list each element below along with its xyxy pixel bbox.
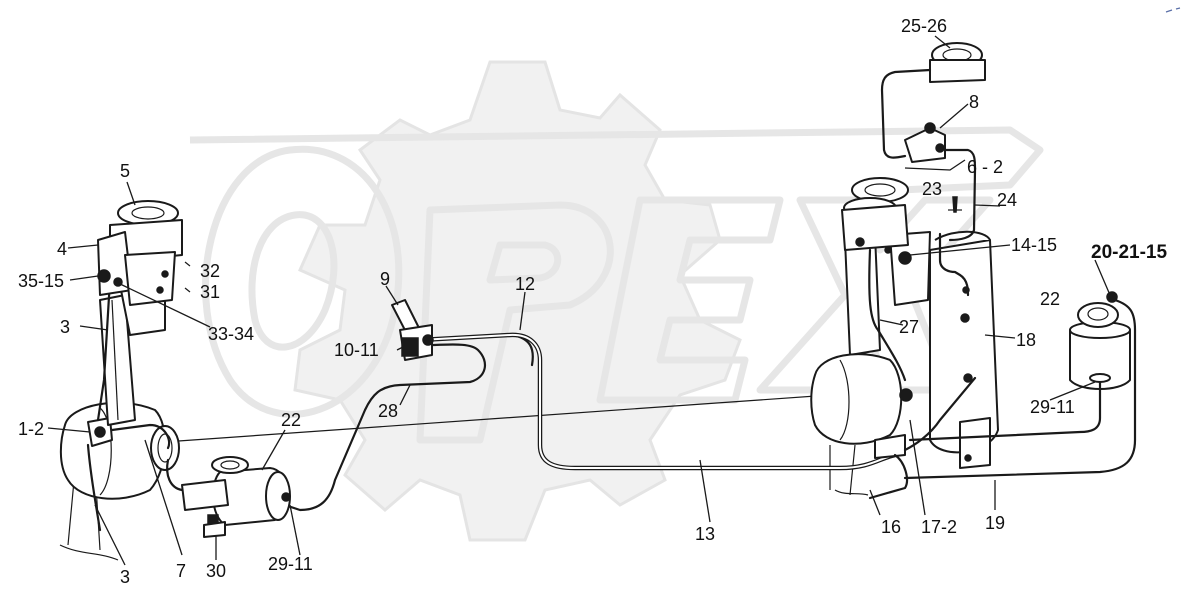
watermark-letter-e [596,196,784,404]
label-29-11-left: 29-11 [268,554,313,574]
label-10-11: 10-11 [334,340,379,360]
air-lines-left [283,332,898,512]
label-30: 30 [206,561,226,581]
label-13: 13 [695,524,715,544]
label-3-bottom: 3 [120,567,130,587]
label-32: 32 [200,261,220,281]
right-column [841,177,931,382]
right-upper-items [880,42,986,297]
label-18: 18 [1016,330,1036,350]
pipe-28 [283,343,487,512]
label-24: 24 [997,190,1017,210]
right-reservoir-assembly [903,291,1137,480]
label-20-21-15: 20-21-15 [1091,242,1167,263]
brake-valve-9 [391,299,434,361]
watermark-letter-o [202,145,403,418]
part-labels: 25-26 8 6 - 2 23 24 14-15 20-21-15 22 18… [18,16,1167,587]
label-33-34: 33-34 [208,324,254,344]
left-upper-valve [97,200,191,306]
label-27: 27 [899,317,919,337]
label-19: 19 [985,513,1005,533]
label-16: 16 [881,517,901,537]
label-4: 4 [57,239,67,259]
label-14-15: 14-15 [1011,235,1057,255]
leader-lines [47,35,1111,566]
reservoir-18 [929,230,999,469]
label-35-15: 35-15 [18,271,64,291]
label-23: 23 [922,179,942,199]
label-12: 12 [515,274,535,294]
label-28: 28 [378,401,398,421]
brake-chamber-left [150,425,180,471]
label-17-2: 17-2 [921,517,957,537]
watermark-letter-p [416,201,614,444]
left-reservoir-assembly [166,456,291,538]
label-31: 31 [200,282,220,302]
watermark-letters [189,126,1044,444]
corner-mark [1165,7,1181,13]
watermark-swoosh [189,126,1044,194]
label-9: 9 [380,269,390,289]
left-wheel-assembly [59,401,180,532]
label-7: 7 [176,561,186,581]
tie-line [149,394,831,444]
air-lines-right [868,373,977,500]
label-8: 8 [969,92,979,112]
label-29-11-right: 29-11 [1030,397,1075,417]
label-5: 5 [120,161,130,181]
label-6-2: 6 - 2 [967,157,1003,177]
label-3-mid: 3 [60,317,70,337]
label-1-2: 1-2 [18,419,44,439]
label-22-left: 22 [281,410,301,430]
label-22-right: 22 [1040,289,1060,309]
watermark [189,60,1044,542]
right-brake-chamber [810,353,913,459]
label-25-26: 25-26 [901,16,947,36]
